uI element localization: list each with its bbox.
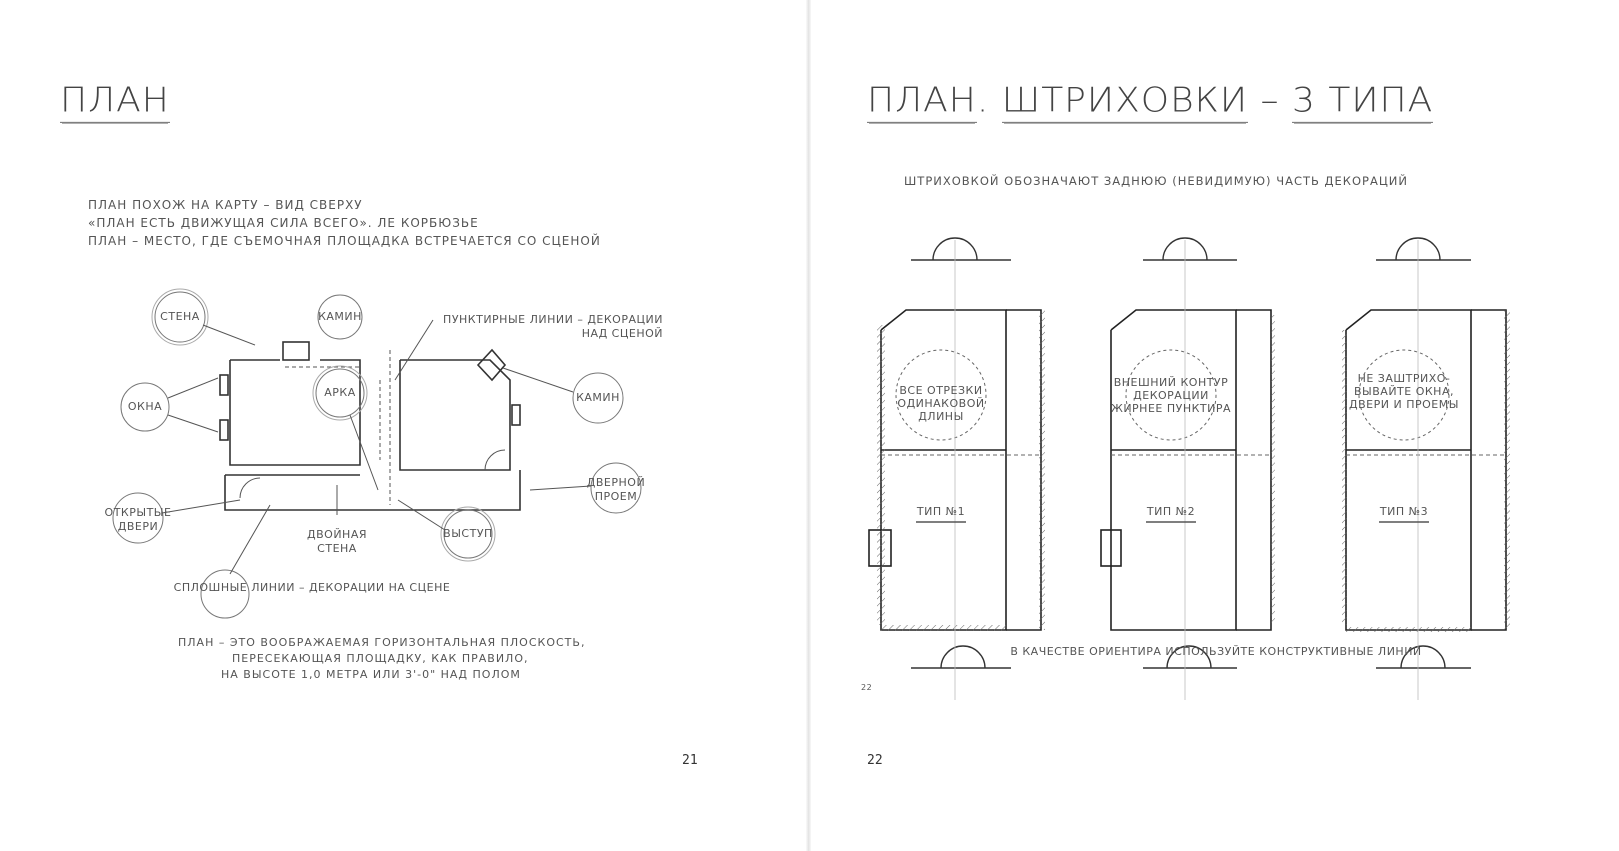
- plan3-note-1: НЕ ЗАШТРИХО-: [1358, 372, 1451, 385]
- label-dotted-lines-1: ПУНКТИРНЫЕ ЛИНИИ – ДЕКОРАЦИИ: [443, 313, 663, 326]
- intro-line-1: ПЛАН ПОХОЖ НА КАРТУ – ВИД СВЕРХУ: [88, 198, 363, 212]
- plan3-note-2: ВЫВАЙТЕ ОКНА,: [1354, 385, 1454, 398]
- left-page-number: 21: [682, 753, 698, 768]
- plan2-note-1: ВНЕШНИЙ КОНТУР: [1114, 376, 1229, 389]
- right-subtitle: ШТРИХОВКОЙ ОБОЗНАЧАЮТ ЗАДНЮЮ (НЕВИДИМУЮ)…: [904, 174, 1408, 188]
- label-double-wall-1: ДВОЙНАЯ: [307, 528, 367, 541]
- plan2-type-label: ТИП №2: [1146, 505, 1195, 518]
- right-bottom-note: В КАЧЕСТВЕ ОРИЕНТИРА ИСПОЛЬЗУЙТЕ КОНСТРУ…: [1010, 645, 1421, 658]
- label-door-opening-2: ПРОЕМ: [595, 490, 638, 503]
- label-open-doors-2: ДВЕРИ: [118, 520, 158, 533]
- label-solid-lines: СПЛОШНЫЕ ЛИНИИ – ДЕКОРАЦИИ НА СЦЕНЕ: [174, 581, 451, 594]
- label-wall: СТЕНА: [160, 310, 200, 323]
- plan3-note-3: ДВЕРИ И ПРОЕМЫ: [1349, 398, 1459, 411]
- footer-line-2: ПЕРЕСЕКАЮЩАЯ ПЛОЩАДКУ, КАК ПРАВИЛО,: [232, 652, 529, 665]
- label-double-wall-2: СТЕНА: [317, 542, 357, 555]
- plan2-note-3: ЖИРНЕЕ ПУНКТИРА: [1111, 402, 1231, 415]
- label-fireplace-top: КАМИН: [318, 310, 362, 323]
- plan2-note-2: ДЕКОРАЦИИ: [1133, 389, 1209, 402]
- plan-diagram: СТЕНА КАМИН ОКНА АРКА ПУНКТИРНЫЕ ЛИНИИ –…: [105, 288, 663, 619]
- left-page: ПЛАН ПЛАН ПОХОЖ НА КАРТУ – ВИД СВЕРХУ «П…: [0, 0, 808, 851]
- hatching-plans: ВСЕ ОТРЕЗКИ ОДИНАКОВОЙ ДЛИНЫ ТИП №1 ВНЕШ…: [861, 237, 1510, 700]
- inner-page-number: 22: [861, 683, 872, 692]
- intro-line-2: «ПЛАН ЕСТЬ ДВИЖУЩАЯ СИЛА ВСЕГО». ЛЕ КОРБ…: [88, 216, 479, 230]
- label-arch: АРКА: [324, 386, 356, 399]
- label-windows: ОКНА: [128, 400, 162, 413]
- label-ledge: ВЫСТУП: [443, 527, 493, 540]
- intro-line-3: ПЛАН – МЕСТО, ГДЕ СЪЕМОЧНАЯ ПЛОЩАДКА ВСТ…: [88, 234, 601, 248]
- label-fireplace-right: КАМИН: [576, 391, 620, 404]
- plan1-note-3: ДЛИНЫ: [918, 410, 964, 423]
- plan1-note-2: ОДИНАКОВОЙ: [897, 397, 984, 410]
- label-dotted-lines-2: НАД СЦЕНОЙ: [582, 327, 663, 340]
- label-door-opening-1: ДВЕРНОЙ: [587, 476, 645, 489]
- plan3-type-label: ТИП №3: [1379, 505, 1428, 518]
- footer-line-1: ПЛАН – ЭТО ВООБРАЖАЕМАЯ ГОРИЗОНТАЛЬНАЯ П…: [178, 636, 586, 649]
- right-page: ПЛАН. ШТРИХОВКИ – 3 ТИПА ШТРИХОВКОЙ ОБОЗ…: [811, 0, 1619, 851]
- plan1-note-1: ВСЕ ОТРЕЗКИ: [899, 384, 982, 397]
- footer-line-3: НА ВЫСОТЕ 1,0 МЕТРА ИЛИ 3'-0" НАД ПОЛОМ: [221, 668, 521, 681]
- label-open-doors-1: ОТКРЫТЫЕ: [105, 506, 172, 519]
- left-page-title: ПЛАН: [60, 81, 170, 123]
- book-gutter: [806, 0, 812, 851]
- plan1-type-label: ТИП №1: [916, 505, 965, 518]
- right-page-number: 22: [867, 753, 883, 768]
- right-page-title: ПЛАН. ШТРИХОВКИ – 3 ТИПА: [867, 81, 1434, 123]
